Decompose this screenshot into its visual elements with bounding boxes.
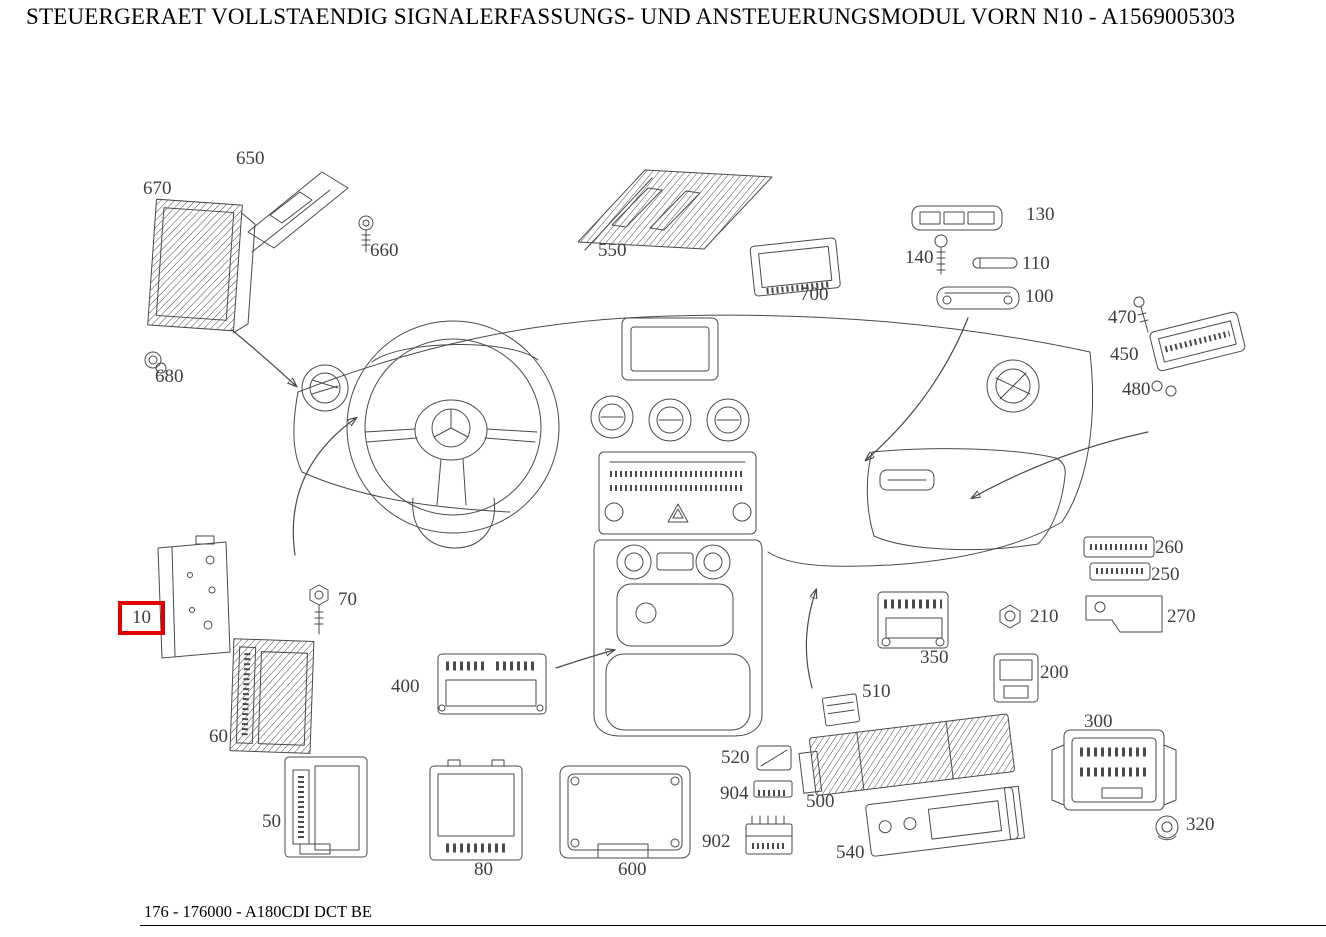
- part-callout-250[interactable]: 250: [1151, 564, 1180, 585]
- part-550-panel: [577, 169, 773, 251]
- page-title: STEUERGERAET VOLLSTAENDIG SIGNALERFASSUN…: [26, 4, 1236, 29]
- part-callout-450[interactable]: 450: [1110, 344, 1139, 365]
- part-callout-100[interactable]: 100: [1025, 286, 1054, 307]
- part-60-module: [229, 638, 315, 754]
- part-callout-140[interactable]: 140: [905, 247, 934, 268]
- part-callout-680[interactable]: 680: [155, 366, 184, 387]
- part-callout-110[interactable]: 110: [1022, 253, 1050, 274]
- part-540-bracket: [865, 785, 1026, 857]
- part-480-screws: [1151, 380, 1177, 397]
- part-100-bracket: [936, 286, 1020, 310]
- part-70-bolt: [309, 584, 329, 635]
- part-660-screw: [358, 215, 374, 253]
- part-50-module: [284, 756, 368, 858]
- part-520-clip: [756, 745, 792, 771]
- part-callout-902[interactable]: 902: [702, 831, 731, 852]
- part-600-module: [559, 765, 691, 859]
- part-260-connector: [1083, 536, 1155, 558]
- part-callout-510[interactable]: 510: [862, 681, 891, 702]
- part-callout-70[interactable]: 70: [338, 589, 357, 610]
- part-904-connector: [753, 780, 793, 798]
- part-callout-260[interactable]: 260: [1155, 537, 1184, 558]
- part-callout-470[interactable]: 470: [1108, 307, 1137, 328]
- part-680-grommet: [144, 351, 167, 374]
- part-callout-670[interactable]: 670: [143, 178, 172, 199]
- part-10-plate: [157, 535, 231, 659]
- part-700-module: [749, 237, 841, 297]
- part-callout-210[interactable]: 210: [1030, 606, 1059, 627]
- part-callout-520[interactable]: 520: [721, 747, 750, 768]
- part-210-nut: [999, 604, 1021, 629]
- part-callout-80[interactable]: 80: [474, 859, 493, 880]
- part-350-module: [877, 591, 949, 649]
- part-callout-200[interactable]: 200: [1040, 662, 1069, 683]
- part-callout-10[interactable]: 10: [118, 601, 165, 635]
- part-callout-270[interactable]: 270: [1167, 606, 1196, 627]
- center-stack: [590, 317, 763, 737]
- part-470-screw: [1133, 296, 1149, 333]
- part-250-connector: [1089, 562, 1151, 581]
- part-callout-500[interactable]: 500: [806, 791, 835, 812]
- part-110-pin: [972, 257, 1018, 269]
- part-902-connector: [745, 815, 793, 855]
- part-400-module: [437, 653, 547, 715]
- dashboard-outline: [293, 314, 1094, 567]
- pointer-arrows: [231, 317, 1149, 689]
- part-130-bracket: [911, 205, 1003, 231]
- part-callout-540[interactable]: 540: [836, 842, 865, 863]
- part-callout-300[interactable]: 300: [1084, 711, 1113, 732]
- part-callout-660[interactable]: 660: [370, 240, 399, 261]
- part-callout-904[interactable]: 904: [720, 783, 749, 804]
- part-callout-400[interactable]: 400: [391, 676, 420, 697]
- part-callout-50[interactable]: 50: [262, 811, 281, 832]
- part-callout-650[interactable]: 650: [236, 148, 265, 169]
- part-200-module: [993, 653, 1039, 703]
- footer-text: 176 - 176000 - A180CDI DCT BE: [144, 902, 372, 921]
- part-80-module: [429, 759, 523, 861]
- part-callout-700[interactable]: 700: [800, 284, 829, 305]
- part-270-bracket: [1085, 595, 1163, 633]
- part-callout-130[interactable]: 130: [1026, 204, 1055, 225]
- part-callout-480[interactable]: 480: [1122, 379, 1151, 400]
- footer-rule: [140, 925, 1326, 926]
- part-300-ecu: [1051, 729, 1177, 811]
- part-callout-350[interactable]: 350: [920, 647, 949, 668]
- part-510-relay: [821, 693, 861, 727]
- part-320-grommet: [1155, 815, 1179, 841]
- part-callout-60[interactable]: 60: [209, 726, 228, 747]
- steering-wheel: [346, 320, 560, 549]
- part-500-bracket: [798, 713, 1015, 796]
- part-450-module: [1149, 311, 1246, 372]
- part-670-module: [147, 198, 256, 334]
- part-callout-550[interactable]: 550: [598, 240, 627, 261]
- part-140-screw: [934, 234, 948, 275]
- part-callout-600[interactable]: 600: [618, 859, 647, 880]
- part-650-bracket: [247, 171, 349, 253]
- part-callout-320[interactable]: 320: [1186, 814, 1215, 835]
